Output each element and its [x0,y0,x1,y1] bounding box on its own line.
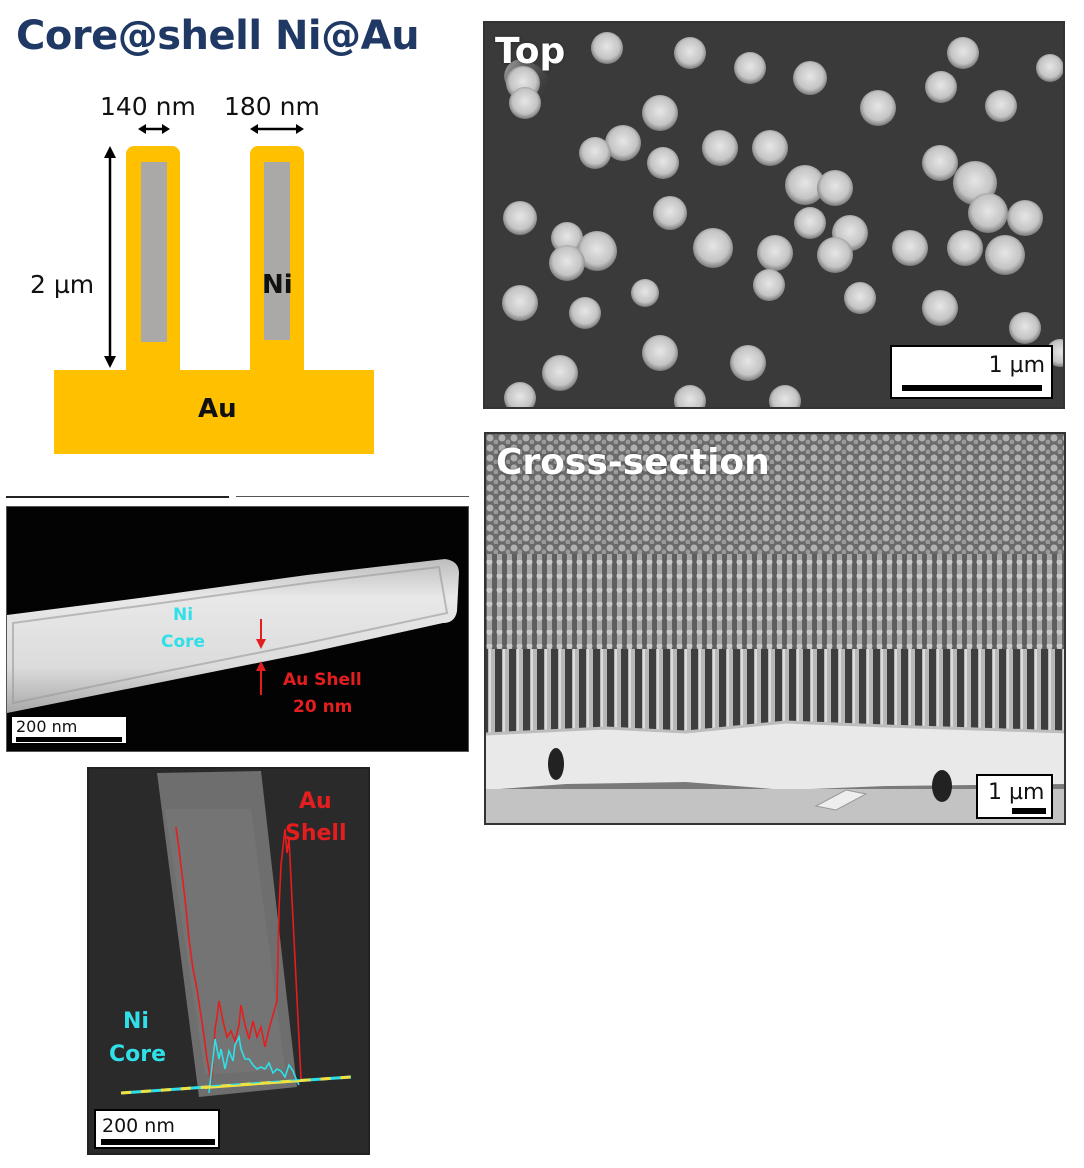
total-width-label: 180 nm [224,92,320,121]
tem-scale-bar-line [16,737,122,742]
tem-ni-core-label-line2: Core [161,632,206,652]
eds-ni-core-label-line1: Ni [123,1009,149,1034]
sem-top-scale-bar-line [902,385,1042,391]
sem-top-image [502,32,1063,407]
eds-au-shell-label-line1: Au [299,789,332,814]
tem-scale-bar: 200 nm [10,715,128,745]
gold-substrate-label: Au [198,394,237,424]
tem-scale-label: 200 nm [16,717,78,736]
eds-au-shell-label-line2: Shell [285,821,347,846]
sem-cross-section-scale-label: 1 µm [988,780,1045,805]
sem-top-label: Top [495,31,566,72]
sem-top-scale-label: 1 µm [988,353,1045,378]
sem-cross-section-image [486,434,1064,823]
core-shell-schematic: 140 nm 180 nm 2 µm Ni Au [0,80,470,470]
eds-scale-bar-line [101,1139,215,1145]
eds-scale-label: 200 nm [102,1115,175,1137]
total-width-arrow-icon [250,124,304,134]
sem-top-scale-bar: 1 µm [890,345,1053,399]
eds-ni-core-label-line2: Core [109,1042,167,1067]
tem-ni-core-label-line1: Ni [173,605,194,625]
sem-cross-section-scale-bar-line [1012,808,1046,814]
linescan-image [120,771,352,1097]
nanowire-image [7,559,459,713]
height-label: 2 µm [30,270,95,299]
eds-linescan-panel: Au Shell Ni Core 200 nm [87,767,370,1155]
divider-left [6,496,229,498]
nickel-core-label: Ni [262,270,293,300]
sem-cross-section-scale-bar: 1 µm [976,774,1053,819]
core-width-label: 140 nm [100,92,196,121]
tem-au-shell-label-line2: 20 nm [293,697,353,717]
sem-cross-section-label: Cross-section [496,442,770,483]
sem-cross-section-panel: Cross-section 1 µm [484,432,1066,825]
figure-title: Core@shell Ni@Au [16,13,420,59]
height-arrow-icon [104,146,116,368]
tem-au-shell-label-line1: Au Shell [283,670,362,690]
left-nanowire-core [141,162,167,342]
sem-top-panel: Top 1 µm [483,21,1065,409]
gold-substrate [54,370,374,454]
core-width-arrow-icon [138,124,170,134]
divider-right [236,496,469,497]
right-nanowire-core [264,162,290,340]
tem-nanowire-panel: Ni Core Au Shell 20 nm 200 nm [6,506,469,752]
eds-scale-bar: 200 nm [94,1109,220,1149]
